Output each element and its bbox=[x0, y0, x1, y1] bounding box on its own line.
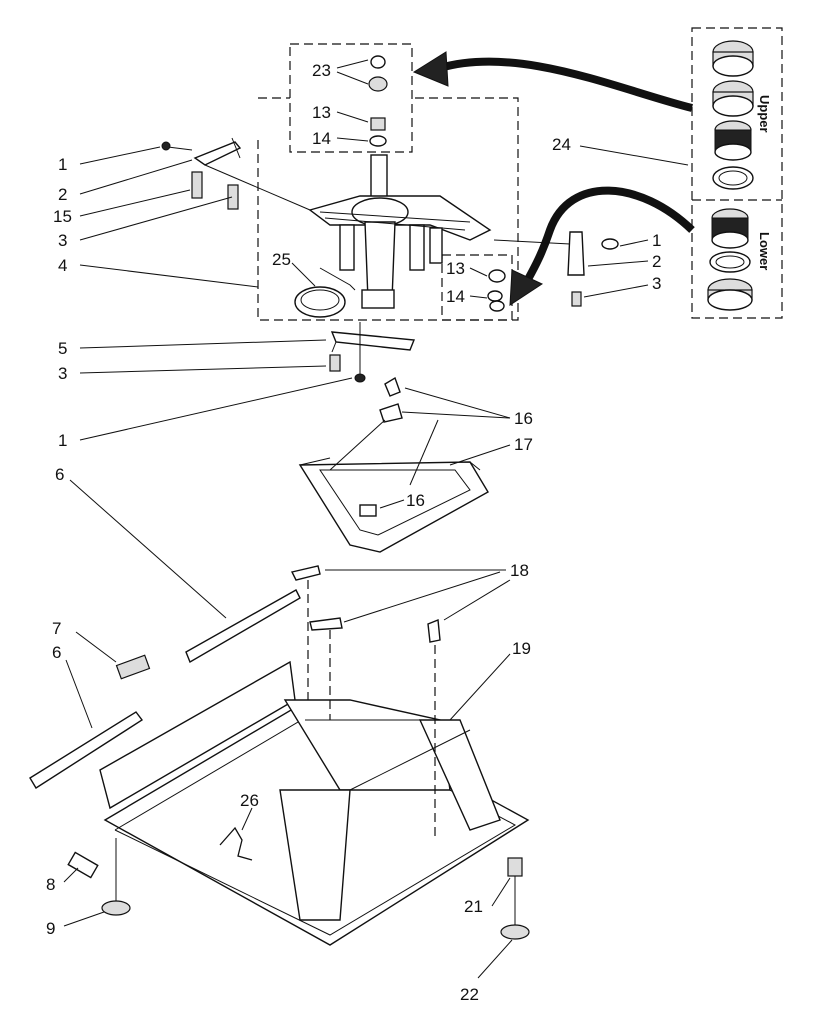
nut-dashed-box bbox=[289, 43, 413, 153]
clip-18-c bbox=[427, 619, 441, 643]
callout-1-top-left: 1 bbox=[58, 155, 67, 174]
left-bracket-assembly bbox=[161, 137, 311, 211]
seal-25 bbox=[294, 286, 346, 318]
callout-15: 15 bbox=[53, 207, 72, 226]
callout-17: 17 bbox=[514, 435, 533, 454]
spring-3-lower bbox=[329, 354, 341, 372]
base-frame-19 bbox=[99, 660, 530, 946]
support-frame-17 bbox=[298, 457, 489, 553]
callout-21: 21 bbox=[464, 897, 483, 916]
leader-lines bbox=[63, 59, 689, 979]
right-bracket-assembly bbox=[493, 231, 619, 307]
pad-16-top bbox=[379, 376, 403, 423]
callout-13-upper: 13 bbox=[312, 103, 331, 122]
spring-7 bbox=[115, 654, 151, 680]
callout-3-top-left: 3 bbox=[58, 231, 67, 250]
leveling-foot-right bbox=[500, 857, 530, 940]
washer-14-lower-a bbox=[487, 290, 503, 302]
leveling-foot-left bbox=[67, 838, 131, 916]
washer-14-lower-b bbox=[489, 300, 505, 312]
callout-23: 23 bbox=[312, 61, 331, 80]
callout-9: 9 bbox=[46, 919, 55, 938]
callout-14-upper: 14 bbox=[312, 129, 331, 148]
callout-13-lower: 13 bbox=[446, 259, 465, 278]
bolt-1-lower bbox=[354, 373, 366, 383]
nut-13-upper bbox=[370, 117, 386, 131]
callout-14-lower: 14 bbox=[446, 287, 465, 306]
callout-5: 5 bbox=[58, 339, 67, 358]
clip-18-a bbox=[290, 565, 321, 581]
callout-6-upper: 6 bbox=[55, 465, 64, 484]
callout-24: 24 bbox=[552, 135, 571, 154]
callout-7: 7 bbox=[52, 619, 61, 638]
lower-bearing-arrow bbox=[509, 186, 695, 306]
rail-6-lower bbox=[29, 711, 144, 789]
nut-13-lower bbox=[488, 269, 506, 283]
gearcase-dashed-box bbox=[257, 97, 519, 321]
lower-bearing-set bbox=[707, 208, 753, 311]
upper-bearing-arrow bbox=[412, 51, 693, 112]
callout-16-upper: 16 bbox=[514, 409, 533, 428]
callout-3-right: 3 bbox=[652, 274, 661, 293]
washer-14-upper bbox=[369, 135, 387, 147]
callout-numbers: 1 2 15 3 4 25 23 13 14 13 14 24 1 2 3 5 … bbox=[46, 61, 661, 1004]
bearing-kit-box: Upper Lower bbox=[691, 27, 783, 319]
callout-8: 8 bbox=[46, 875, 55, 894]
nut-23-upper bbox=[368, 55, 388, 92]
callout-1-right: 1 bbox=[652, 231, 661, 250]
callout-26: 26 bbox=[240, 791, 259, 810]
callout-16-lower: 16 bbox=[406, 491, 425, 510]
wire-26 bbox=[219, 826, 253, 861]
callout-4: 4 bbox=[58, 256, 67, 275]
callout-2-top-left: 2 bbox=[58, 185, 67, 204]
callout-2-right: 2 bbox=[652, 252, 661, 271]
callout-1-mid: 1 bbox=[58, 431, 67, 450]
bracket-5 bbox=[330, 331, 415, 353]
upper-bearing-label: Upper bbox=[757, 95, 772, 133]
callout-3-mid: 3 bbox=[58, 364, 67, 383]
pad-16-lower bbox=[359, 504, 377, 517]
rail-6-upper bbox=[185, 589, 301, 664]
callout-25: 25 bbox=[272, 250, 291, 269]
callout-18: 18 bbox=[510, 561, 529, 580]
upper-bearing-set bbox=[712, 40, 754, 190]
gearcase-spider bbox=[308, 195, 492, 309]
clip-18-b bbox=[309, 617, 343, 631]
callout-19: 19 bbox=[512, 639, 531, 658]
callout-22: 22 bbox=[460, 985, 479, 1004]
callout-6-lower: 6 bbox=[52, 643, 61, 662]
lower-bearing-label: Lower bbox=[757, 232, 772, 270]
